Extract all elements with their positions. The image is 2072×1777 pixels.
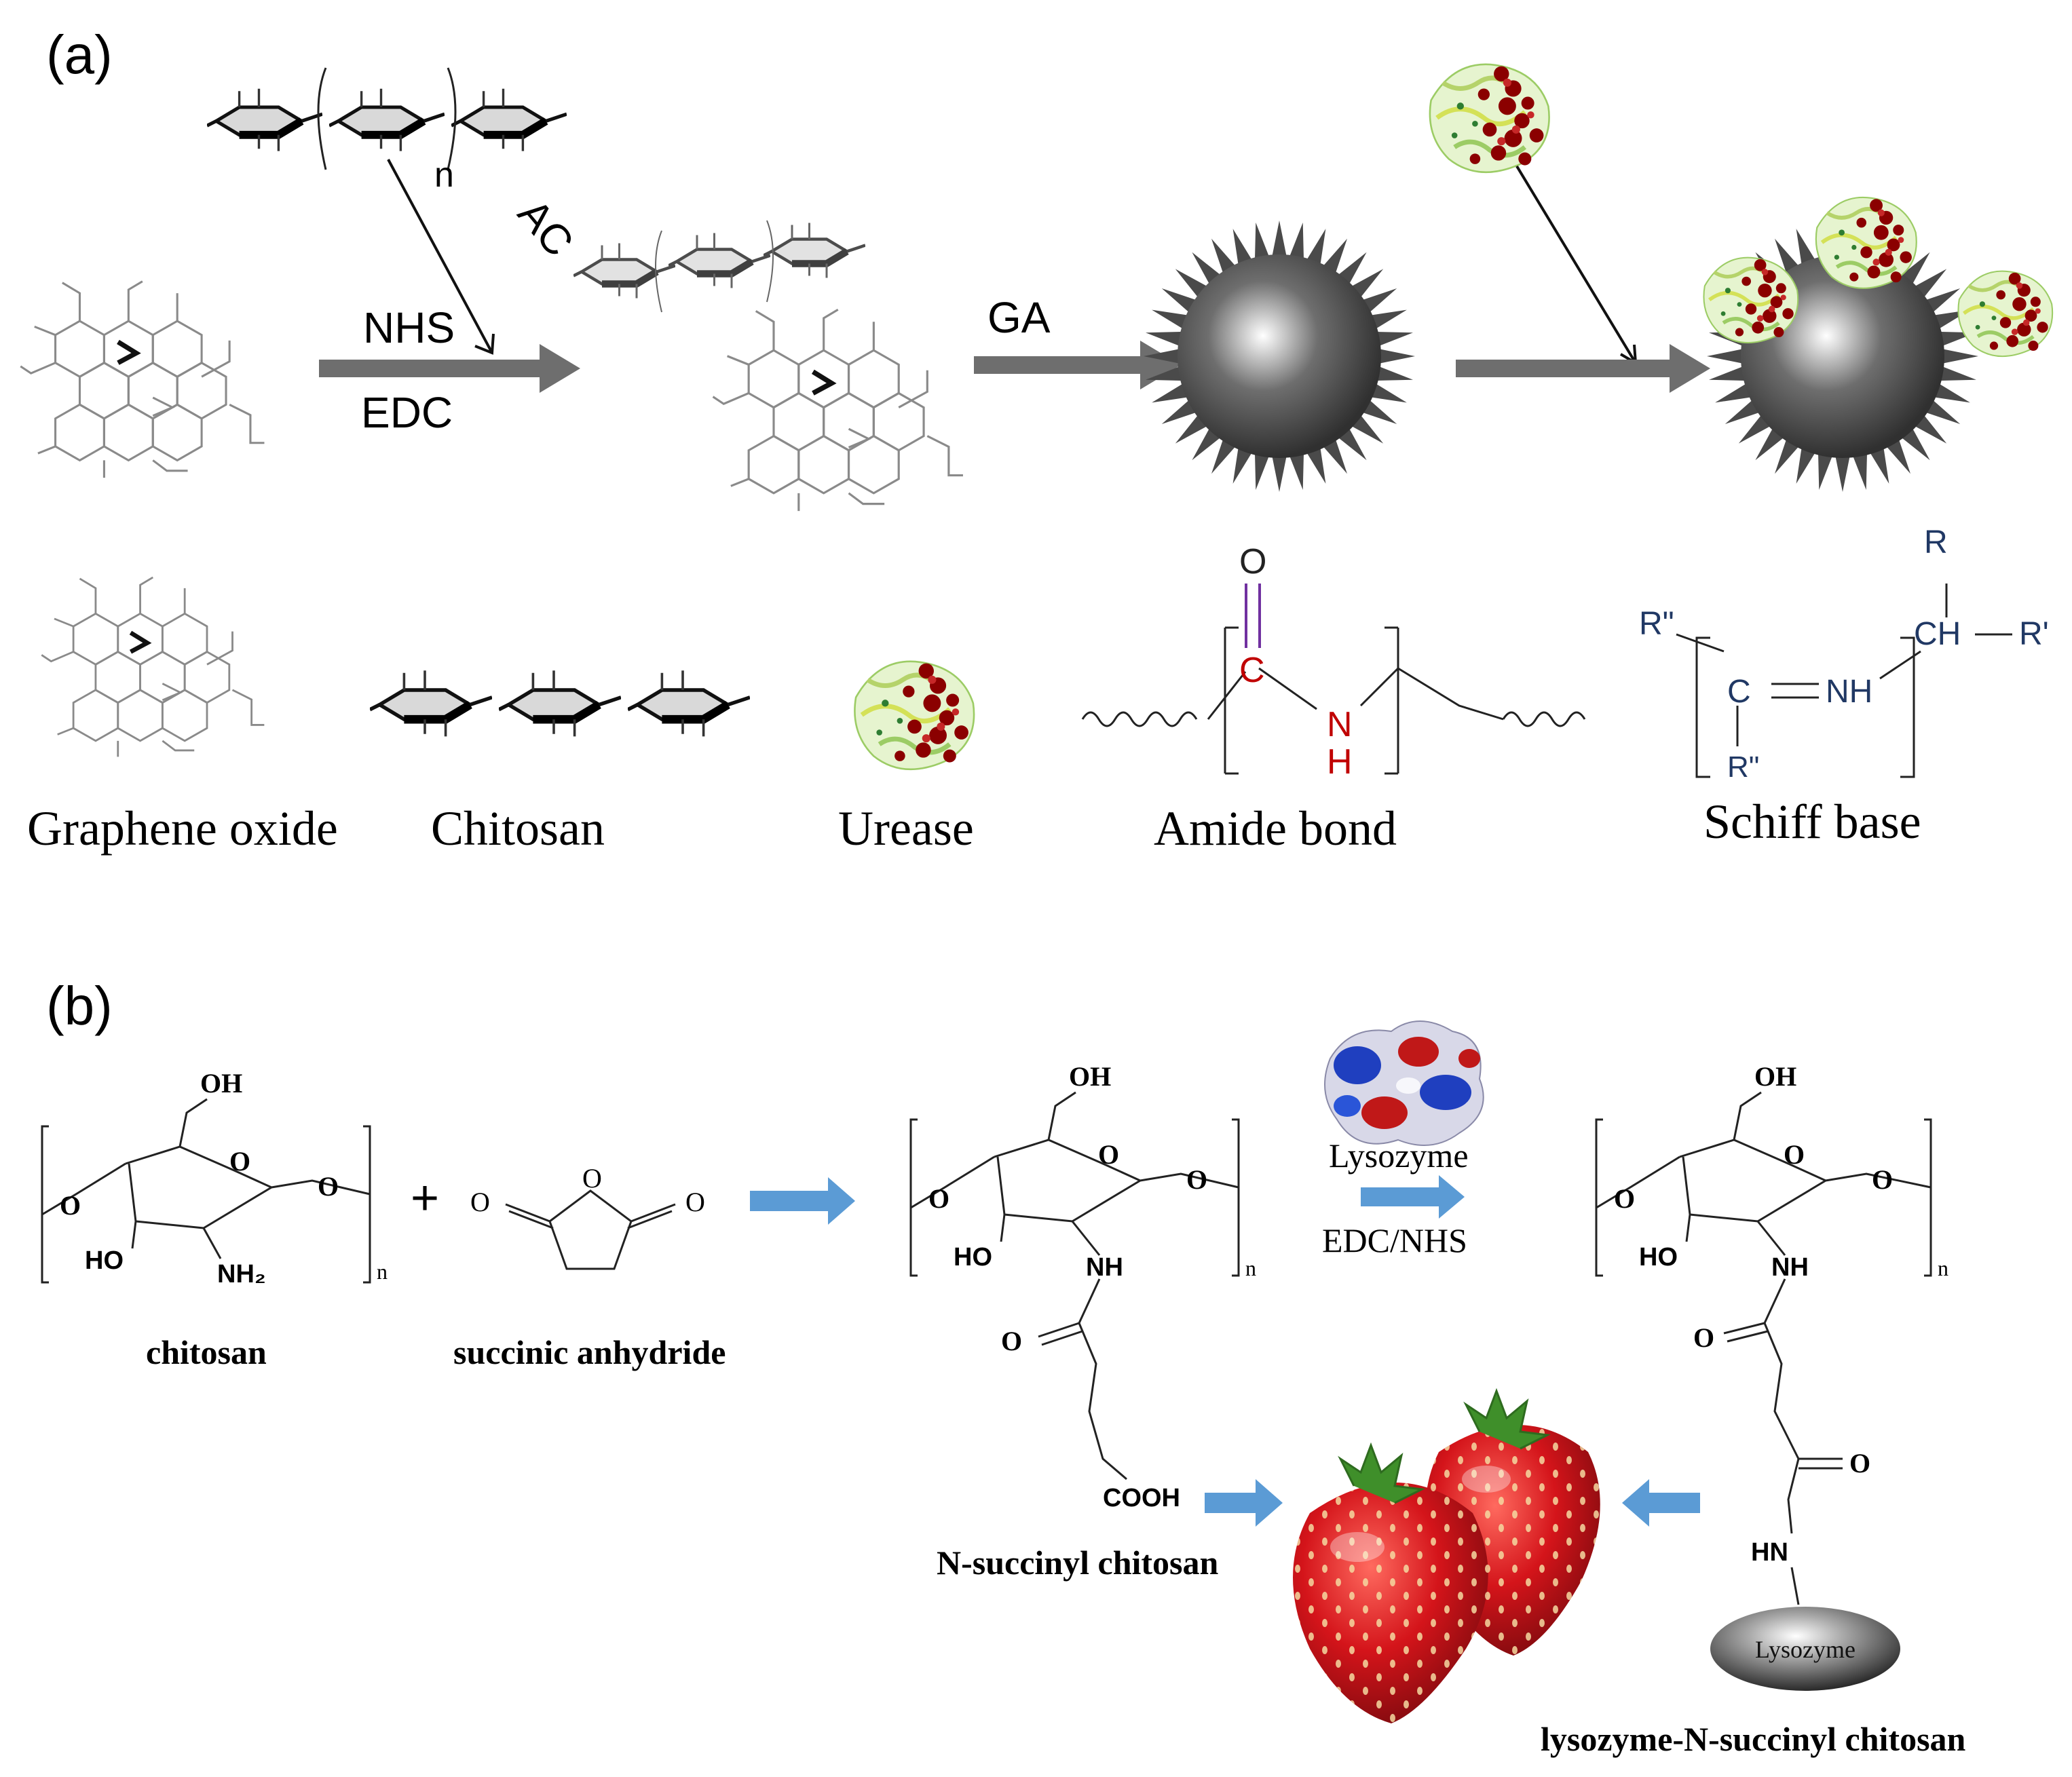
graphene-oxide-label: Graphene oxide: [27, 801, 338, 856]
ga-label: GA: [987, 293, 1051, 342]
urease-label: Urease: [838, 801, 974, 856]
chitosan-label: Chitosan: [431, 801, 605, 856]
schiff-r-bottom: R": [1727, 750, 1759, 784]
urease-legend-icon: [854, 662, 974, 769]
n-succinyl-chitosan-structure: [909, 1091, 1240, 1480]
schiff-nh: NH: [1826, 674, 1872, 710]
chitosan-label: chitosan: [146, 1333, 267, 1371]
chitosan-monomer-structure: [41, 1098, 371, 1284]
nsc-oh-label: OH: [1069, 1061, 1111, 1092]
nsc-ho-label: HO: [954, 1243, 992, 1272]
anhydride-ring-o: O: [582, 1163, 602, 1193]
schiff-r-left: R": [1639, 606, 1674, 642]
lnsc-carbonyl-o-1: O: [1693, 1322, 1714, 1353]
reaction-arrow-1: [319, 344, 580, 393]
chitosan-oh-label: OH: [200, 1068, 242, 1098]
lnsc-hn-label: HN: [1751, 1538, 1788, 1567]
lnsc-glycosidic-o-right: O: [1872, 1164, 1893, 1195]
lysozyme-n-succinyl-chitosan-label: lysozyme-N-succinyl chitosan: [1541, 1720, 1966, 1758]
nsc-glycosidic-o-right: O: [1186, 1164, 1207, 1195]
lnsc-nh-label: NH: [1771, 1253, 1809, 1282]
panel-b-label: (b): [46, 976, 113, 1036]
strawberries-image: [1293, 1388, 1600, 1723]
lnsc-oh-label: OH: [1754, 1061, 1796, 1092]
schiff-r-right: R': [2019, 616, 2049, 652]
chitosan-ho-label: HO: [85, 1246, 124, 1275]
urease-protein-reagent: [1430, 64, 1549, 172]
nsc-cooh-label: COOH: [1103, 1484, 1180, 1512]
lnsc-ring-o: O: [1784, 1139, 1805, 1170]
succinic-anhydride-label: succinic anhydride: [453, 1333, 726, 1371]
edc-label: EDC: [361, 388, 453, 437]
crosslinked-sphere: [1144, 221, 1415, 492]
panel-a-label: (a): [46, 24, 113, 85]
succinic-anhydride-structure: [505, 1189, 676, 1270]
nsc-ring-o: O: [1098, 1139, 1119, 1170]
nsc-glycosidic-o-left: O: [928, 1183, 949, 1214]
graphene-chitosan-composite: [713, 309, 963, 511]
graphene-oxide-sheet: [20, 282, 264, 478]
lysozyme-capsule: [1710, 1607, 1900, 1691]
reaction-arrow-2: [974, 341, 1181, 389]
chitosan-n-subscript: n: [377, 1259, 388, 1284]
schiff-c-atom: C: [1727, 674, 1751, 710]
amide-c-atom: C: [1239, 651, 1265, 690]
anhydride-o-left: O: [470, 1187, 490, 1217]
schiff-base-label: Schiff base: [1703, 795, 1921, 849]
anhydride-o-right: O: [685, 1187, 705, 1217]
reaction-arrow-3: [1456, 344, 1710, 393]
repeat-n-label: n: [434, 155, 454, 195]
amide-h-atom: H: [1327, 742, 1353, 782]
plus-sign: +: [411, 1171, 439, 1225]
graphene-oxide-legend-icon: [41, 577, 264, 757]
lysozyme-protein-image: [1324, 1020, 1484, 1146]
lysozyme-nsc-structure: [1595, 1091, 1932, 1605]
enzyme-pointer-arrow: [1515, 165, 1637, 364]
n-succinyl-chitosan-label: N-succinyl chitosan: [937, 1544, 1219, 1582]
schiff-ch: CH: [1914, 616, 1961, 652]
chitosan-glycosidic-o-right: O: [318, 1171, 339, 1202]
chitosan-chain-reagent: n: [207, 67, 567, 195]
schiff-base-structure: [1676, 584, 2012, 778]
edc-nhs-label: EDC/NHS: [1322, 1221, 1467, 1259]
lnsc-glycosidic-o-left: O: [1614, 1183, 1635, 1214]
nsc-nh-label: NH: [1086, 1253, 1123, 1282]
blue-arrow-1: [750, 1177, 855, 1225]
chitosan-nh2-label: NH₂: [217, 1260, 266, 1288]
chitosan-legend-icon: [370, 670, 750, 736]
chitosan-on-graphene: [573, 221, 865, 313]
blue-arrow-3: [1205, 1479, 1283, 1527]
amide-o-atom: O: [1239, 542, 1266, 581]
nsc-carbonyl-o: O: [1001, 1326, 1022, 1356]
nhs-label: NHS: [363, 303, 455, 352]
blue-arrow-2: [1361, 1175, 1465, 1219]
lnsc-carbonyl-o-2: O: [1849, 1448, 1870, 1478]
chitosan-ring-o: O: [229, 1146, 250, 1177]
nsc-n-subscript: n: [1245, 1256, 1256, 1280]
amide-bond-structure: [1081, 584, 1586, 775]
lysozyme-label: Lysozyme: [1329, 1136, 1469, 1174]
chitosan-glycosidic-o-left: O: [60, 1190, 81, 1221]
lnsc-n-subscript: n: [1938, 1256, 1948, 1280]
amide-bond-label: Amide bond: [1154, 801, 1397, 856]
blue-arrow-4: [1622, 1479, 1700, 1527]
ac-label: AC: [509, 191, 582, 265]
amide-n-atom: N: [1327, 705, 1353, 744]
capsule-label: Lysozyme: [1755, 1636, 1856, 1663]
enzyme-loaded-sphere: [1703, 197, 2052, 492]
lnsc-ho-label: HO: [1639, 1243, 1678, 1272]
reagent-pointer-arrow: [387, 159, 493, 354]
schiff-r-top: R: [1924, 524, 1948, 560]
